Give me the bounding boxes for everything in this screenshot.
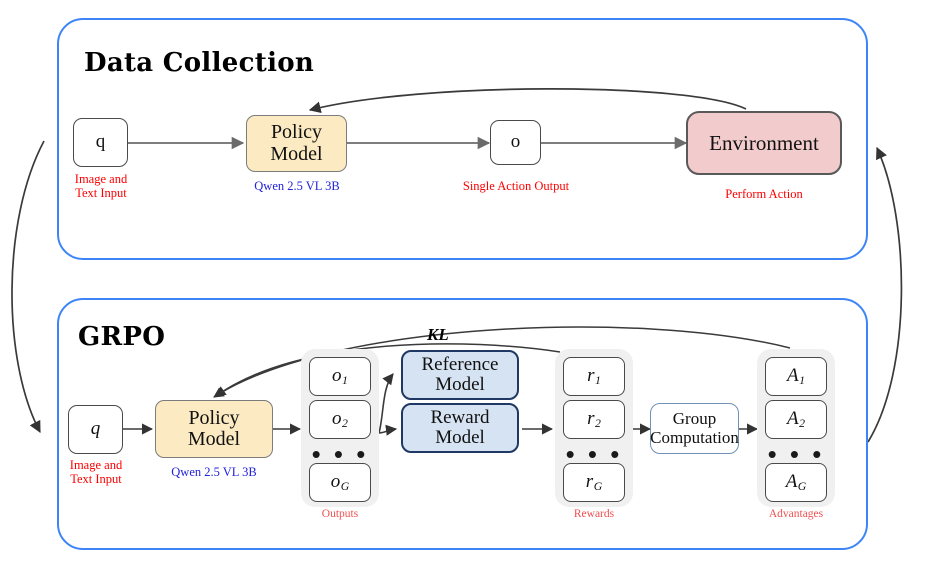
node-output-1-label: o1	[332, 364, 348, 387]
caption-query-data-collection: Image and Text Input	[74, 172, 128, 200]
node-output-g-label: oG	[330, 470, 350, 493]
caption-rewards: Rewards	[573, 508, 615, 520]
ellipsis-advantages: • • •	[767, 439, 825, 469]
node-output-2-label: o2	[332, 407, 348, 430]
caption-outputs: Outputs	[321, 508, 359, 520]
caption-environment: Perform Action	[725, 187, 803, 201]
node-environment[interactable]: Environment	[686, 111, 842, 175]
panel-title-grpo: GRPO	[78, 322, 166, 352]
panel-grpo	[57, 298, 868, 550]
node-reward-g[interactable]: rG	[563, 463, 625, 502]
node-reward-2-label: r2	[587, 407, 601, 430]
node-advantage-1-label: A1	[787, 364, 805, 387]
node-advantage-2[interactable]: A2	[765, 400, 827, 439]
panel-data-collection	[57, 18, 868, 260]
node-advantage-2-label: A2	[787, 407, 805, 430]
node-output-2[interactable]: o2	[309, 400, 371, 439]
node-query-grpo[interactable]: q	[68, 405, 123, 454]
node-group-computation-label: Group Computation	[650, 409, 739, 447]
node-policy-model-label: Policy Model	[270, 121, 323, 165]
node-reward-model-label: Reward Model	[430, 406, 490, 448]
node-query-data-collection[interactable]: q	[73, 118, 128, 167]
panel-title-data-collection: Data Collection	[84, 48, 315, 78]
ellipsis-outputs: • • •	[311, 439, 369, 469]
caption-query-grpo: Image and Text Input	[69, 458, 123, 486]
caption-policy-model-data-collection: Qwen 2.5 VL 3B	[254, 179, 340, 193]
ellipsis-rewards: • • •	[565, 439, 623, 469]
node-group-computation[interactable]: Group Computation	[650, 403, 739, 454]
node-reward-1[interactable]: r1	[563, 357, 625, 396]
label-kl: KL	[427, 325, 449, 344]
node-advantage-g-label: AG	[785, 470, 807, 493]
node-reward-2[interactable]: r2	[563, 400, 625, 439]
node-reward-g-label: rG	[585, 470, 603, 493]
node-query-label: q	[95, 131, 106, 153]
node-query-grpo-label: q	[90, 418, 101, 440]
node-reference-model[interactable]: Reference Model	[401, 350, 519, 400]
node-policy-model-grpo[interactable]: Policy Model	[155, 400, 273, 458]
node-policy-model-data-collection[interactable]: Policy Model	[246, 115, 347, 172]
node-reward-1-label: r1	[587, 364, 601, 387]
node-environment-label: Environment	[709, 130, 819, 155]
node-policy-model-grpo-label: Policy Model	[187, 406, 241, 450]
node-output-data-collection[interactable]: o	[490, 120, 541, 165]
arrow-outer-left-loop	[11, 140, 45, 434]
node-reference-model-label: Reference Model	[421, 353, 499, 395]
caption-advantages: Advantages	[768, 508, 824, 520]
node-output-1[interactable]: o1	[309, 357, 371, 396]
caption-output-data-collection: Single Action Output	[462, 179, 570, 193]
node-output-g[interactable]: oG	[309, 463, 371, 502]
arrow-outer-right-loop	[867, 146, 903, 443]
node-advantage-g[interactable]: AG	[765, 463, 827, 502]
node-output-label: o	[510, 131, 521, 153]
node-reward-model[interactable]: Reward Model	[401, 403, 519, 453]
caption-policy-model-grpo: Qwen 2.5 VL 3B	[171, 465, 257, 479]
node-advantage-1[interactable]: A1	[765, 357, 827, 396]
